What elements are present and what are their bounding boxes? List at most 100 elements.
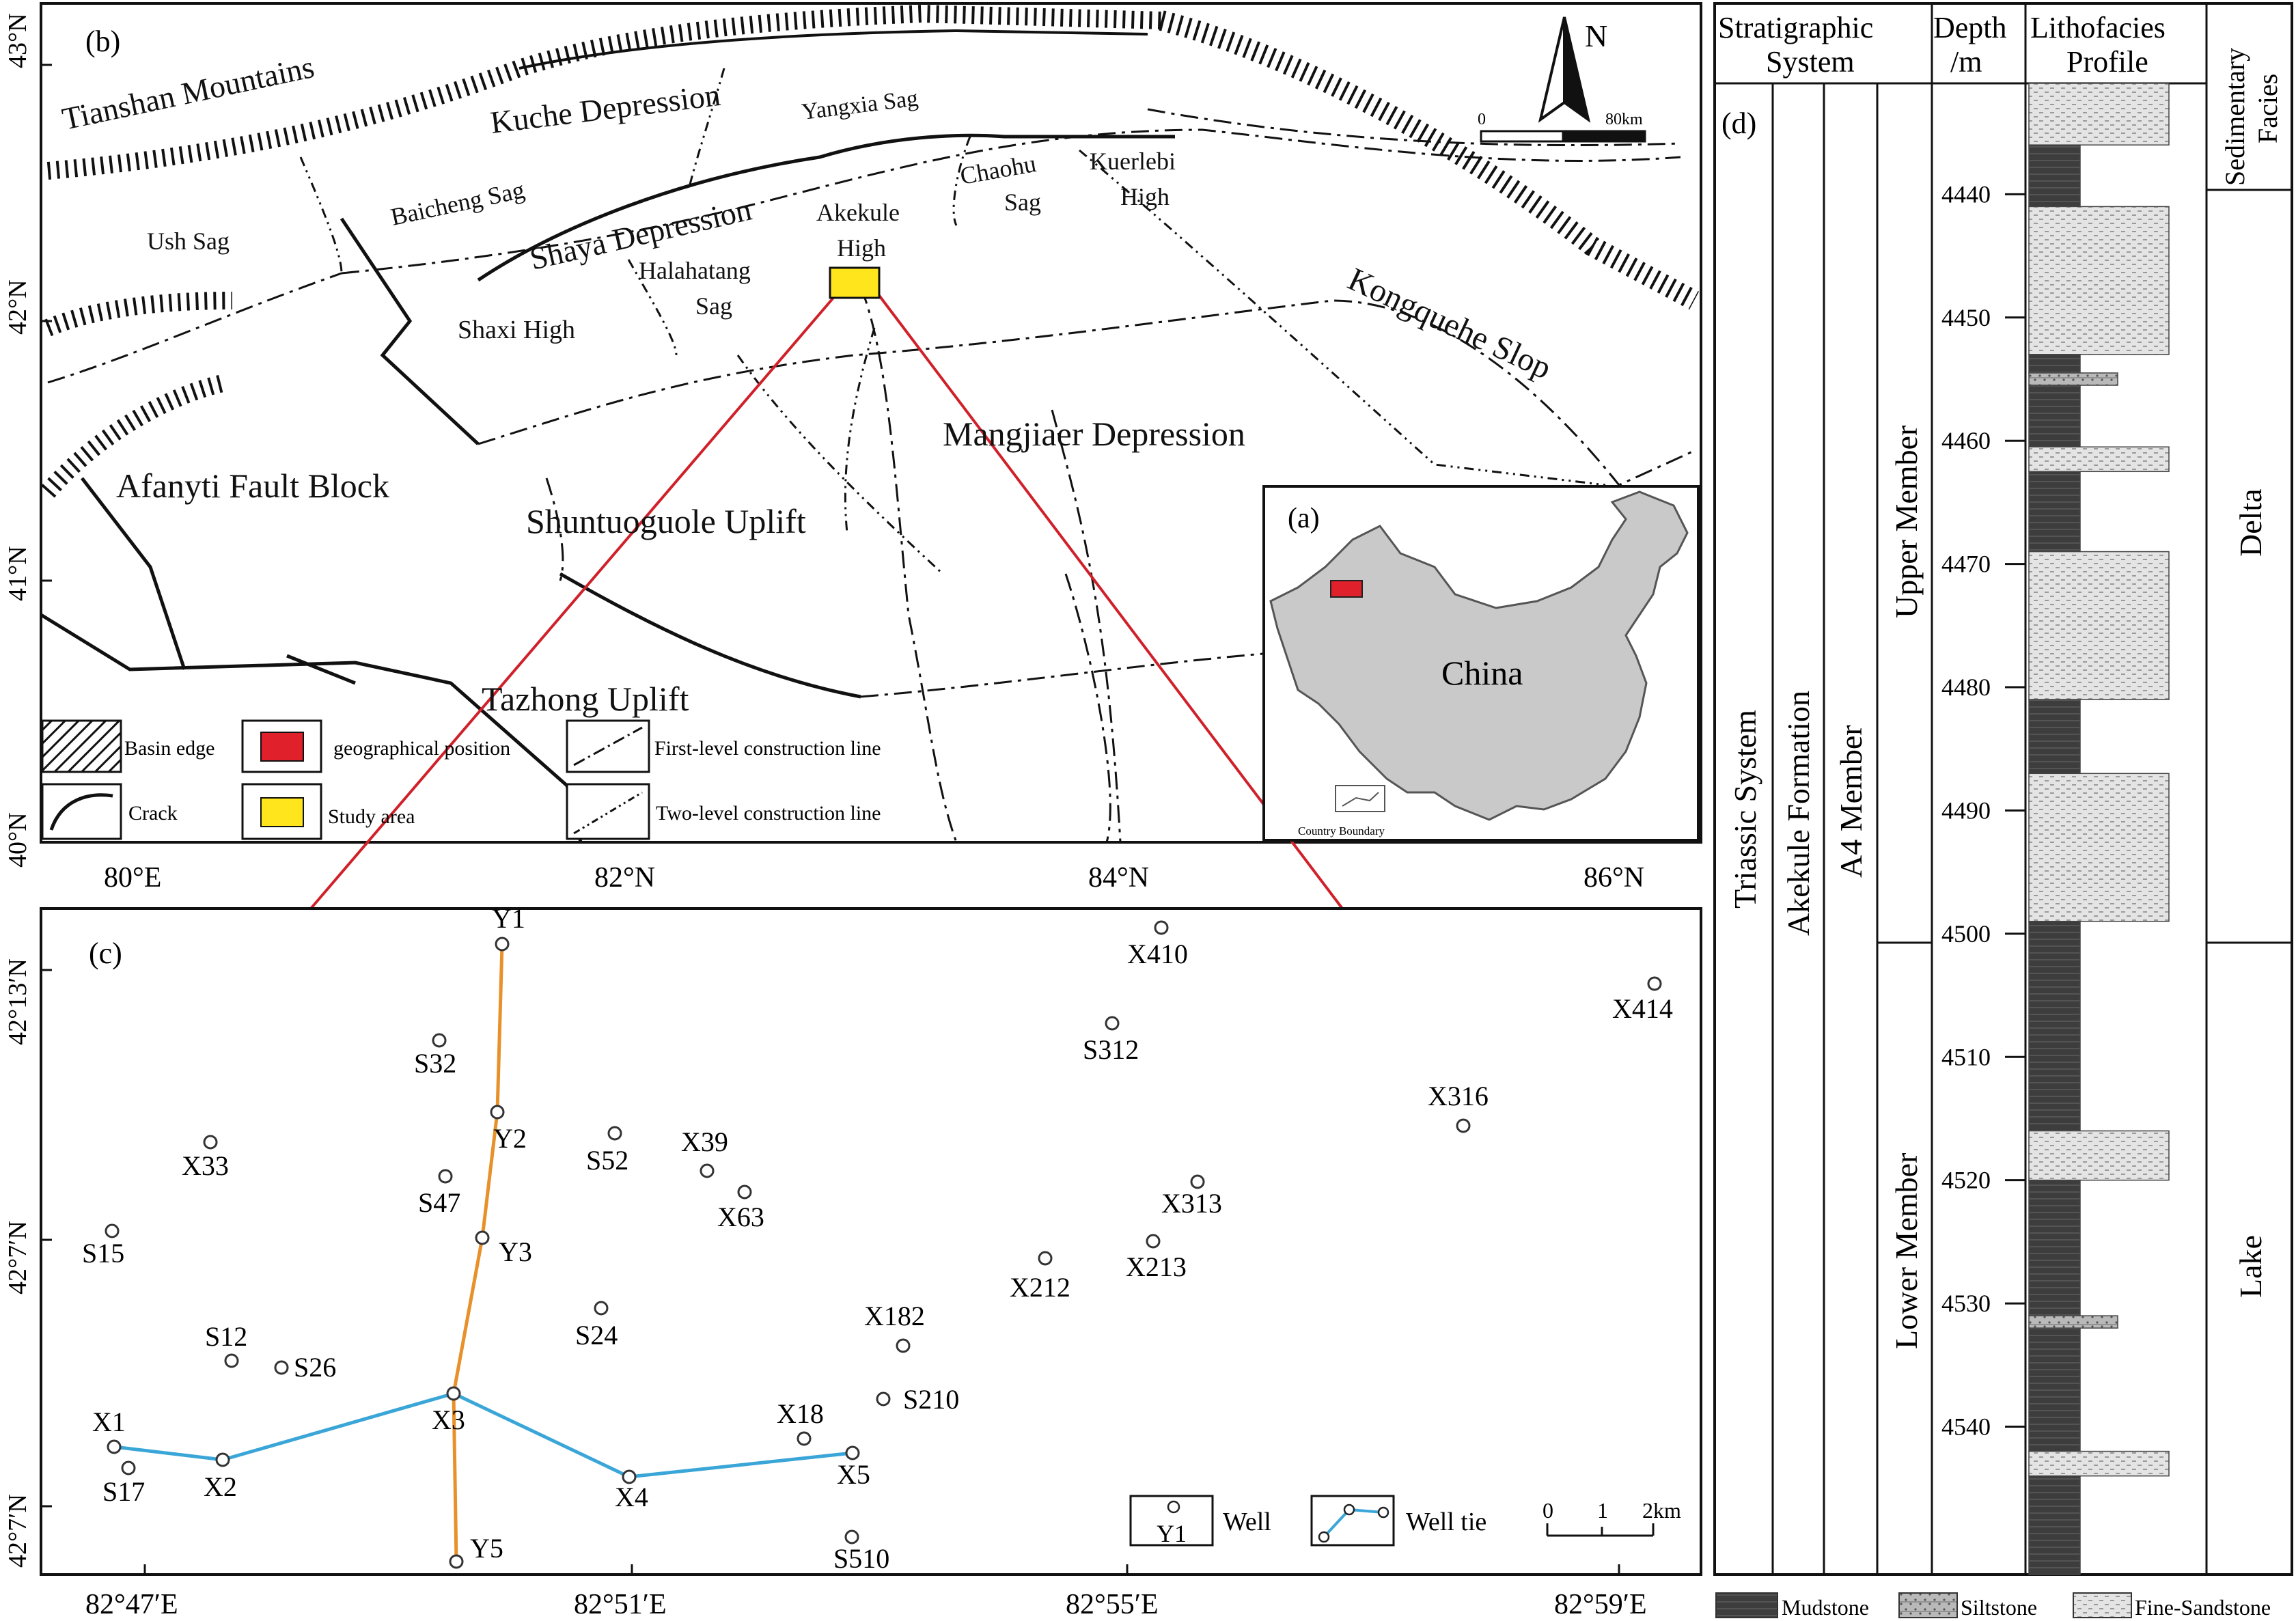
panel-b-lat-axis: 43°N 42°N 41°N 40°N <box>3 13 52 868</box>
legend-well: Well <box>1223 1508 1271 1536</box>
lon-tick-82: 82°N <box>594 862 655 893</box>
well-marker-s32[interactable] <box>432 1033 447 1048</box>
well-marker-s510[interactable] <box>844 1529 859 1544</box>
china-outline <box>1269 490 1689 821</box>
chaohu-label-2: Sag <box>1004 189 1041 216</box>
well-marker-s12[interactable] <box>224 1353 239 1368</box>
kuerlebi-label-2: High <box>1120 183 1170 210</box>
well-marker-x4[interactable] <box>622 1469 637 1484</box>
well-marker-x182[interactable] <box>896 1338 911 1353</box>
well-marker-s312[interactable] <box>1105 1016 1120 1031</box>
well-marker-s24[interactable] <box>594 1301 609 1316</box>
regional-tectonic-map: Tianshan Mountains Kuche Depression Yang… <box>3 2 1702 910</box>
well-marker-y1[interactable] <box>495 937 510 952</box>
depth-tick-label: 4460 <box>1941 427 1991 454</box>
depth-tick-label: 4530 <box>1941 1290 1991 1317</box>
lon-tick-80: 80°E <box>104 862 161 893</box>
well-marker-x213[interactable] <box>1146 1234 1161 1249</box>
well-label-s510: S510 <box>833 1543 889 1574</box>
well-label-s312: S312 <box>1083 1034 1139 1065</box>
inset-country: China <box>1441 654 1523 692</box>
well-label-y5: Y5 <box>470 1533 503 1564</box>
lon-tick-86: 86°N <box>1583 862 1644 893</box>
lithology-bed-mudstone <box>2028 1179 2081 1316</box>
well-marker-s26[interactable] <box>274 1360 289 1375</box>
upper-member: Upper Member <box>1889 426 1924 618</box>
lithology-bed-sandstone <box>2028 206 2170 355</box>
well-marker-s15[interactable] <box>105 1223 120 1238</box>
lower-member: Lower Member <box>1889 1153 1924 1349</box>
lithology-bed-siltstone <box>2028 1315 2118 1329</box>
well-marker-s17[interactable] <box>121 1460 136 1475</box>
lithology-bed-sandstone <box>2028 446 2170 473</box>
well-label-x212: X212 <box>1010 1272 1070 1303</box>
scale-2km: 2km <box>1642 1498 1681 1523</box>
well-marker-s47[interactable] <box>438 1169 453 1184</box>
system-name: Triassic System <box>1728 710 1762 909</box>
ush-label: Ush Sag <box>147 227 230 255</box>
panel-d-frame <box>1713 2 2293 1576</box>
depth-tick-label: 4510 <box>1941 1043 1991 1070</box>
well-label-x63: X63 <box>717 1202 764 1232</box>
well-label-s47: S47 <box>418 1187 460 1218</box>
well-marker-x313[interactable] <box>1190 1174 1205 1189</box>
panel-b-label: (b) <box>85 25 120 58</box>
header-litho-1: Lithofacies <box>2030 11 2166 44</box>
header-depth-2: /m <box>1950 45 1982 79</box>
well-marker-x410[interactable] <box>1154 920 1169 935</box>
c-lat-tick-1: 42°13′N <box>3 958 32 1045</box>
well-label-y1: Y1 <box>492 903 525 934</box>
well-label-s32: S32 <box>414 1048 456 1079</box>
two-level-lines <box>299 68 1606 575</box>
depth-tick-label: 4520 <box>1941 1167 1991 1194</box>
well-marker-y2[interactable] <box>490 1105 505 1120</box>
well-label-y2: Y2 <box>493 1123 527 1154</box>
scale-0: 0 <box>1543 1498 1553 1523</box>
study-area-box <box>829 266 881 299</box>
well-marker-y5[interactable] <box>449 1554 464 1569</box>
north-label: N <box>1585 18 1607 53</box>
well-marker-x18[interactable] <box>797 1431 812 1446</box>
well-marker-x3[interactable] <box>446 1386 461 1401</box>
lithology-bed-mudstone <box>2028 385 2081 447</box>
well-marker-x39[interactable] <box>700 1163 715 1178</box>
facies-lake: Lake <box>2233 1235 2268 1298</box>
well-label-s26: S26 <box>294 1352 336 1383</box>
well-label-x313: X313 <box>1161 1188 1222 1219</box>
lithology-bed-mudstone <box>2028 1475 2081 1575</box>
akekule-label-1: Akekule <box>816 199 900 226</box>
legend-well-tie: Well tie <box>1406 1508 1486 1536</box>
lithology-bed-mudstone <box>2028 699 2081 775</box>
well-label-x1: X1 <box>92 1407 126 1437</box>
depth-tick-label: 4500 <box>1941 920 1991 947</box>
well-marker-x5[interactable] <box>845 1445 860 1460</box>
lithology-bed-mudstone <box>2028 471 2081 553</box>
well-marker-x2[interactable] <box>215 1452 230 1467</box>
well-marker-y3[interactable] <box>475 1230 490 1245</box>
legend-basin-edge: Basin edge <box>124 737 215 760</box>
well-marker-x63[interactable] <box>737 1184 752 1200</box>
lithology-bed-sandstone <box>2028 1450 2170 1477</box>
scale-end: 80km <box>1605 111 1643 128</box>
north-arrow: N <box>1538 16 1607 123</box>
panel-d-label: (d) <box>1721 107 1756 140</box>
well-marker-x414[interactable] <box>1647 976 1662 991</box>
well-label-x39: X39 <box>681 1126 728 1157</box>
well-marker-s210[interactable] <box>876 1391 891 1407</box>
china-inset: (a) China Country Boundary <box>1262 485 1700 842</box>
well-marker-s52[interactable] <box>607 1126 622 1141</box>
depth-tick-label: 4540 <box>1941 1413 1991 1441</box>
well-label-x213: X213 <box>1126 1251 1187 1282</box>
well-marker-x212[interactable] <box>1038 1251 1053 1266</box>
lithology-bed-siltstone <box>2028 372 2118 386</box>
well-marker-x33[interactable] <box>203 1135 218 1150</box>
halahatang-label-2: Sag <box>695 292 732 320</box>
well-label-s17: S17 <box>102 1476 145 1507</box>
well-marker-x316[interactable] <box>1456 1118 1471 1133</box>
akekule-label-2: High <box>837 234 886 262</box>
legend-geo-position: geographical position <box>333 737 510 760</box>
lithology-bed-mudstone <box>2028 354 2081 374</box>
well-marker-x1[interactable] <box>107 1439 122 1454</box>
panel-c-lon-axis: 82°47′E 82°51′E 82°55′E 82°59′E <box>85 1564 1647 1620</box>
